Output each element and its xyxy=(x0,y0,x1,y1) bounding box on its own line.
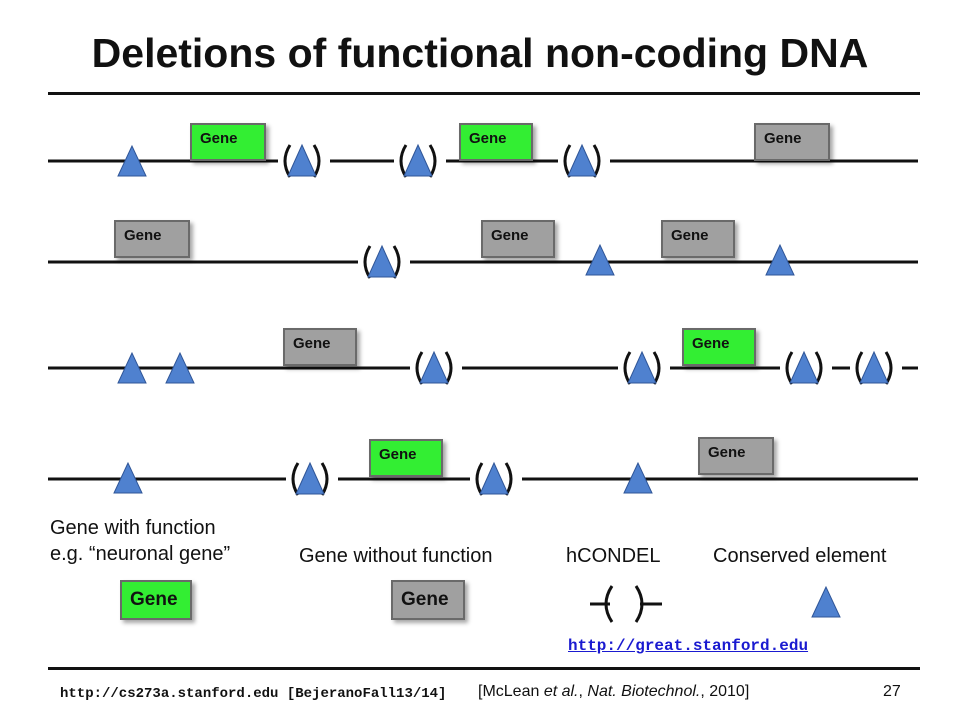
legend-functional-label-1: Gene with function xyxy=(50,517,216,539)
top-divider xyxy=(48,92,920,95)
course-url[interactable]: http://cs273a.stanford.edu [BejeranoFall… xyxy=(60,686,447,702)
nonfunctional-gene: Gene xyxy=(698,437,774,475)
functional-gene: Gene xyxy=(459,123,533,161)
citation-year: , 2010] xyxy=(700,683,750,700)
conserved-element-triangle xyxy=(117,144,147,177)
conserved-element-triangle xyxy=(585,243,615,276)
conserved-element-triangle xyxy=(765,243,795,276)
legend-nonfunctional-label: Gene without function xyxy=(299,545,493,567)
citation-author: [McLean xyxy=(478,683,544,700)
conserved-element-triangle xyxy=(623,461,653,494)
hcondel-3-3 xyxy=(780,350,832,385)
nonfunctional-gene: Gene xyxy=(114,220,190,258)
hcondel-4-2 xyxy=(470,461,522,496)
citation-journal: Nat. Biotechnol. xyxy=(587,683,701,700)
legend-conserved-element-triangle xyxy=(811,585,841,618)
functional-gene: Gene xyxy=(682,328,756,366)
hcondel-1-1 xyxy=(278,143,330,178)
nonfunctional-gene: Gene xyxy=(754,123,830,161)
hcondel-2-1 xyxy=(358,244,410,279)
legend-nonfunctional-gene: Gene xyxy=(391,580,465,620)
conserved-element-triangle xyxy=(117,351,147,384)
nonfunctional-gene: Gene xyxy=(283,328,357,366)
conserved-element-triangle xyxy=(113,461,143,494)
functional-gene: Gene xyxy=(190,123,266,161)
hcondel-1-2 xyxy=(394,143,446,178)
page-number: 27 xyxy=(883,683,901,700)
citation-sep: , xyxy=(578,683,588,700)
legend-functional-gene: Gene xyxy=(120,580,192,620)
legend-hcondel-label: hCONDEL xyxy=(566,545,661,567)
hcondel-1-3 xyxy=(558,143,610,178)
hcondel-4-1 xyxy=(286,461,338,496)
hcondel-3-1 xyxy=(410,350,462,385)
conserved-element-triangle xyxy=(165,351,195,384)
legend-hcondel-symbol xyxy=(590,585,662,623)
hcondel-3-2 xyxy=(618,350,670,385)
citation-etal: et al. xyxy=(543,683,579,700)
citation: [McLean et al., Nat. Biotechnol., 2010] xyxy=(478,683,749,701)
legend-conserved-label: Conserved element xyxy=(713,545,887,567)
legend-functional-label-2: e.g. “neuronal gene” xyxy=(50,543,231,565)
nonfunctional-gene: Gene xyxy=(481,220,555,258)
great-link[interactable]: http://great.stanford.edu xyxy=(568,637,809,655)
slide-title: Deletions of functional non-coding DNA xyxy=(91,30,869,76)
functional-gene: Gene xyxy=(369,439,443,477)
nonfunctional-gene: Gene xyxy=(661,220,735,258)
hcondel-3-4 xyxy=(850,350,902,385)
bottom-divider xyxy=(48,667,920,670)
